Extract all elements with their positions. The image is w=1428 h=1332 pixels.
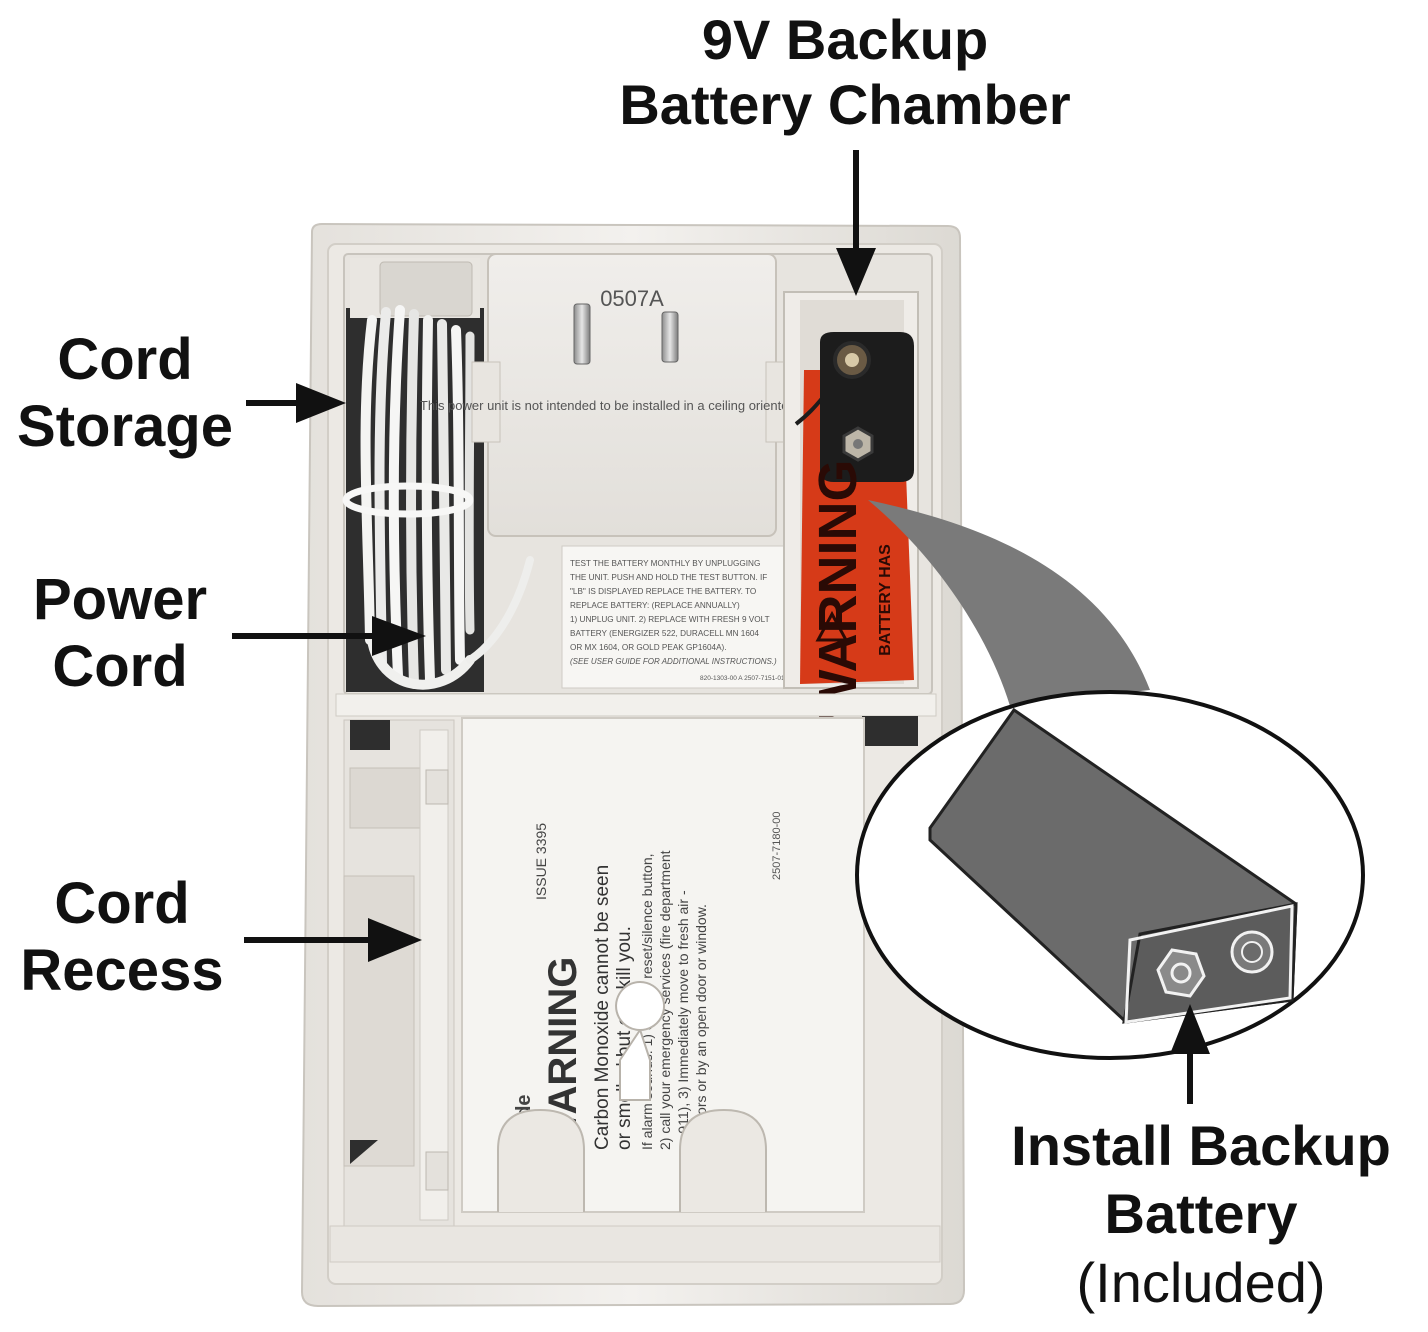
label-part-number: 2507-7180-00 [771,811,783,880]
test-line-4: REPLACE BATTERY: (REPLACE ANNUALLY) [570,601,740,610]
battery-warning-label: WARNING [808,460,868,721]
callout-power-cord-line1: Power [32,567,208,632]
callout-cord-storage-line2: Storage [17,394,233,460]
callout-install-battery-line1: Install Backup [1011,1114,1391,1177]
battery-chamber: WARNING BATTERY HAS [783,291,919,721]
callout-install-battery-line2: Battery [1104,1182,1298,1246]
test-line-5: 1) UNPLUG UNIT. 2) REPLACE WITH FRESH 9 … [570,615,770,624]
cord-recess [343,716,918,1231]
test-line-8: (SEE USER GUIDE FOR ADDITIONAL INSTRUCTI… [570,657,777,666]
arrow-battery-chamber [836,150,876,296]
test-line-3: "LB" IS DISPLAYED REPLACE THE BATTERY. T… [570,587,756,596]
callout-install-battery: Install Backup Battery (Included) [978,1112,1424,1317]
plug-prong-right [661,311,679,363]
callout-cord-recess: Cord Recess [0,870,244,1005]
callout-cord-storage: Cord Storage [0,326,250,461]
callout-cord-recess-line1: Cord [54,871,190,936]
plug-label: 0507A [600,286,664,311]
callout-arrows [232,150,1210,1104]
compartment-divider [335,693,937,717]
callout-cord-storage-line1: Cord [57,327,193,392]
test-line-2: THE UNIT. PUSH AND HOLD THE TEST BUTTON.… [570,573,767,582]
callout-power-cord-line2: Cord [52,634,188,700]
test-footer: 820-1303-00 A 2507-7151-01 [700,675,785,682]
arrow-cord-recess [244,918,422,962]
callout-battery-chamber-line1: 9V Backup [701,8,989,71]
9v-battery-icon [928,707,1298,1024]
label-line-4: 2) call your emergency services (fire de… [657,850,673,1150]
battery-test-sticker: TEST THE BATTERY MONTHLY BY UNPLUGGING T… [561,545,789,689]
label-line-5: or 911), 3) Immediately move to fresh ai… [675,890,691,1150]
label-line-6: outdoors or by an open door or window. [693,904,709,1150]
mounting-keyhole [615,981,666,1101]
arrow-install-battery [1170,1004,1210,1104]
case-bottom-lip [329,1225,941,1263]
plug-prong-left [573,303,591,365]
label-issue: ISSUE 3395 [533,823,549,900]
plug-warning-text: This power unit is not intended to be in… [420,398,844,413]
callout-battery-chamber: 9V Backup Battery Chamber [560,8,1130,138]
callout-cord-recess-line2: Recess [20,938,224,1004]
battery-magnifier [855,500,1365,1060]
label-line-1: Carbon Monoxide cannot be seen [592,865,613,1150]
test-line-1: TEST THE BATTERY MONTHLY BY UNPLUGGING [570,559,760,568]
arrow-cord-storage [246,383,346,423]
label-line-2: or smelled but can kill you. [614,926,635,1150]
arrow-power-cord [232,616,426,656]
callout-power-cord: Power Cord [0,566,240,701]
test-line-6: BATTERY (ENERGIZER 522, DURACELL MN 1604 [570,629,759,638]
test-line-7: OR MX 1604, OR GOLD PEAK GP1604A). [570,643,727,652]
callout-battery-chamber-line2: Battery Chamber [619,72,1071,136]
battery-warning-sub: BATTERY HAS [877,544,894,656]
co-warning-label: Kidde WARNING ISSUE 3395 Carbon Monoxide… [461,717,865,1213]
callout-install-battery-line3: (Included) [1076,1250,1326,1314]
